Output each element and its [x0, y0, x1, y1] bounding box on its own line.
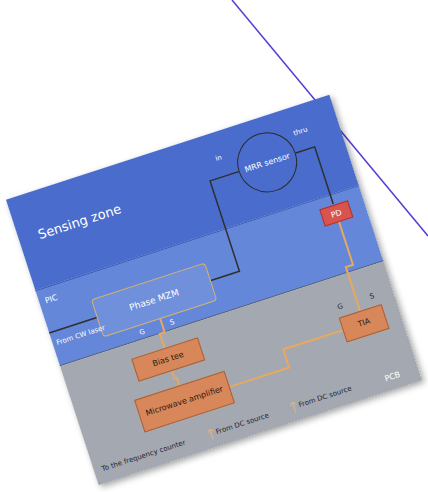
- annotation-label: From DC source: [298, 385, 353, 411]
- circuit-box: Microwave amplifier: [134, 371, 235, 433]
- box-label: MRR sensor: [243, 151, 291, 174]
- annotation-label: thru: [292, 125, 309, 138]
- annotation-label: S: [369, 292, 376, 302]
- trace: [293, 402, 296, 412]
- trace: [293, 401, 297, 405]
- electrical-trace: [224, 330, 349, 387]
- annotation-label: S: [169, 318, 176, 328]
- region-title: Sensing zone: [36, 201, 123, 242]
- box-label: Bias tee: [151, 350, 185, 369]
- trace: [210, 429, 213, 439]
- circuit-box: Bias tee: [131, 337, 205, 381]
- region-title: PCB: [383, 370, 401, 383]
- waveguide: [182, 172, 268, 281]
- trace: [49, 318, 97, 333]
- box-label: PD: [330, 207, 343, 219]
- annotation-label: G: [138, 328, 146, 338]
- photodiode-box: PD: [319, 200, 353, 226]
- electrical-trace: [172, 370, 179, 386]
- waveguide: [296, 147, 334, 210]
- annotation-label: To the frequency counter: [101, 439, 187, 475]
- annotation-label: in: [214, 153, 223, 164]
- box-label: Phase MZM: [128, 287, 180, 312]
- circuit-box: TIA: [339, 304, 390, 343]
- trace: [210, 428, 214, 432]
- annotation-label: G: [336, 302, 344, 312]
- region-title: PIC: [44, 293, 59, 306]
- box-label: TIA: [357, 317, 372, 330]
- annotation-label: From DC source: [215, 411, 270, 437]
- annotation-label: From CW laser: [56, 324, 107, 348]
- box-label: Microwave amplifier: [145, 384, 225, 418]
- electrical-trace: [332, 221, 368, 311]
- electrical-trace: [155, 318, 169, 348]
